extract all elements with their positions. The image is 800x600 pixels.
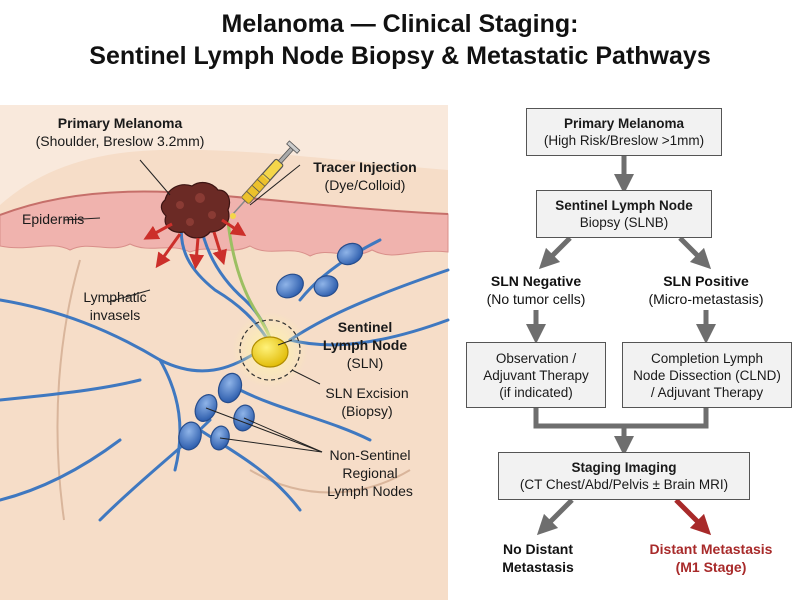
- box-slnb: Sentinel Lymph Node Biopsy (SLNB): [536, 190, 712, 238]
- primary-melanoma-label: Primary Melanoma (Shoulder, Breslow 3.2m…: [35, 115, 205, 149]
- arm-outline: [56, 259, 81, 521]
- flow-arrow-set: [526, 156, 716, 344]
- arrow-imaging-to-no-distant: [536, 498, 574, 536]
- syringe-icon: [232, 140, 301, 215]
- lymphatic-label: Lymphatic invasels: [83, 289, 147, 323]
- merge-connector: [533, 408, 709, 429]
- sln-excision-label: SLN Excision (Biopsy): [325, 385, 409, 419]
- injection-point: [230, 213, 236, 219]
- arrow-imaging-to-distant: [674, 498, 712, 536]
- spread-arrows: [143, 218, 247, 270]
- outcome-distant-metastasis: Distant Metastasis (M1 Stage): [649, 541, 773, 575]
- tracer-injection-label: Tracer Injection (Dye/Colloid): [313, 159, 417, 193]
- sln-negative-label: SLN Negative (No tumor cells): [486, 273, 586, 307]
- lymphatic-vessels: [0, 238, 450, 522]
- sln-positive-label: SLN Positive (Micro-metastasis): [648, 273, 764, 307]
- page-title: Melanoma — Clinical Staging: Sentinel Ly…: [0, 8, 800, 72]
- melanoma-tumor: [160, 181, 231, 239]
- box-observation: Observation / Adjuvant Therapy (if indic…: [466, 342, 606, 408]
- sln-excision-boundary: [239, 319, 301, 381]
- skin-region: [0, 149, 448, 600]
- box-staging-imaging: Staging Imaging (CT Chest/Abd/Pelvis ± B…: [498, 452, 750, 500]
- box-primary-melanoma: Primary Melanoma (High Risk/Breslow >1mm…: [526, 108, 722, 156]
- box-clnd: Completion Lymph Node Dissection (CLND) …: [622, 342, 792, 408]
- title-line-2: Sentinel Lymph Node Biopsy & Metastatic …: [89, 42, 711, 70]
- non-sentinel-label: Non-Sentinel Regional Lymph Nodes: [327, 447, 413, 499]
- chest-outline: [249, 469, 411, 494]
- leader-lines: [63, 159, 323, 453]
- arrow-slnb-to-positive: [678, 236, 712, 270]
- outcome-no-distant: No Distant Metastasis: [502, 541, 574, 575]
- title-line-1: Melanoma — Clinical Staging:: [221, 10, 579, 38]
- sln-label: Sentinel Lymph Node (SLN): [322, 319, 408, 371]
- arrow-slnb-to-negative: [538, 236, 572, 270]
- epidermis-label: Epidermis: [22, 211, 85, 227]
